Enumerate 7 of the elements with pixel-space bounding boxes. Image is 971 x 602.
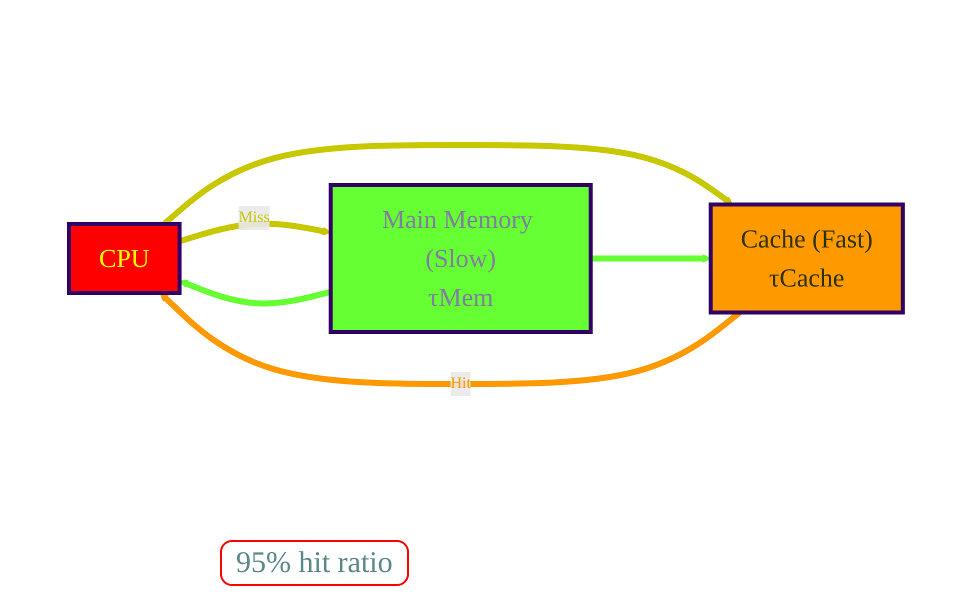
arrow [159, 292, 742, 386]
node-box: Cache (Fast) τCache [708, 202, 904, 314]
callout-note: 95% hit ratio [220, 540, 409, 586]
node-box: CPU [66, 222, 182, 294]
edge-label: Miss [238, 208, 270, 226]
edge-label: Hit [450, 374, 471, 392]
node-box: Main Memory (Slow) τMem [328, 182, 592, 334]
